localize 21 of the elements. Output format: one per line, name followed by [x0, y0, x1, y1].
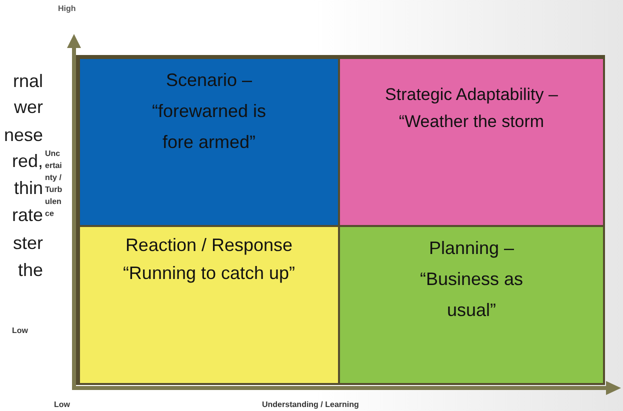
quadrant-text: Planning – “Business as usual”: [420, 238, 524, 320]
cropped-text: nese: [4, 124, 43, 146]
cropped-text: red,: [12, 150, 43, 172]
quadrant-box: [80, 227, 338, 383]
cropped-text: thin: [14, 177, 43, 199]
axis-label: Understanding / Learning: [262, 399, 359, 411]
quadrant-text: Strategic Adaptability – “Weather the storm: [385, 85, 558, 131]
cropped-text: rate: [12, 204, 43, 226]
axis-label: High: [58, 3, 76, 15]
axis-label: Uncertainty / Turbulence: [45, 148, 63, 220]
cropped-text: rnal: [12, 70, 43, 92]
cropped-text: wer: [14, 96, 43, 118]
cropped-text: the: [18, 259, 43, 281]
axis-label: Low: [54, 399, 70, 411]
quadrant-text: Scenario – “forewarned is fore armed”: [152, 70, 266, 152]
axis-label: Low: [12, 325, 28, 337]
quadrant-box: [80, 59, 338, 225]
cropped-text: ster: [12, 232, 43, 254]
quadrant-box: [340, 227, 603, 383]
quadrant-text: Reaction / Response “Running to catch up”: [122, 235, 296, 283]
quadrant-box: [340, 59, 603, 225]
